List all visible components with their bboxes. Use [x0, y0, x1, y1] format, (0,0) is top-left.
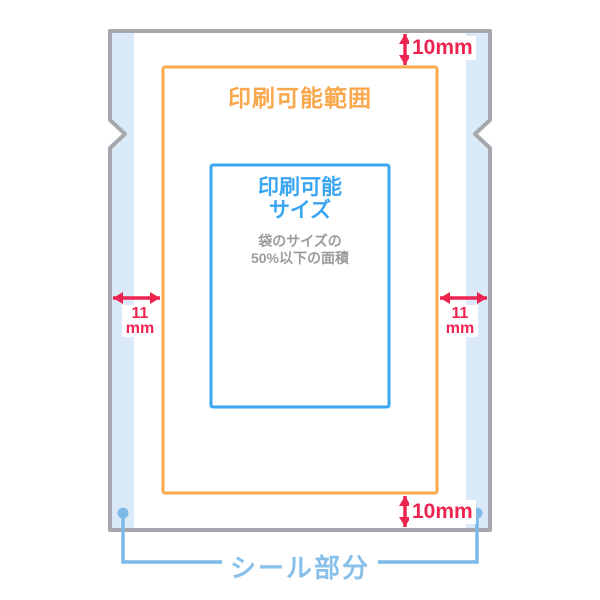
measure-label-bottom: 10mm [409, 500, 476, 524]
seal-bracket-right [378, 513, 479, 564]
bag-outline [108, 29, 492, 532]
print-size-title-line1: 印刷可能 [258, 176, 342, 199]
print-size-title-line2: サイズ [268, 199, 332, 222]
measure-label-right-unit: mm [445, 320, 475, 337]
print-size-box [209, 163, 391, 409]
seal-strip-right [466, 31, 488, 530]
print-size-title: 印刷可能 サイズ [211, 176, 389, 222]
seal-bracket-left [121, 513, 222, 564]
print-size-note-line2: 50%以下の面積 [250, 250, 350, 266]
seal-strip-left [112, 31, 134, 530]
print-range-label: 印刷可能範囲 [228, 85, 372, 111]
measure-label-top: 10mm [409, 36, 476, 60]
measure-label-right-value: 11 [451, 305, 469, 322]
measure-label-left-unit: mm [125, 320, 155, 337]
measure-label-left: 11 mm [122, 305, 158, 337]
measure-label-right: 11 mm [442, 305, 478, 337]
print-size-note-line1: 袋のサイズの [258, 233, 342, 249]
print-range-box [161, 65, 439, 495]
seal-label: シール部分 [229, 553, 370, 583]
bag-body [110, 31, 490, 530]
print-size-note: 袋のサイズの 50%以下の面積 [211, 233, 389, 267]
measure-label-left-value: 11 [131, 305, 149, 322]
seal-dot-left [117, 507, 129, 519]
